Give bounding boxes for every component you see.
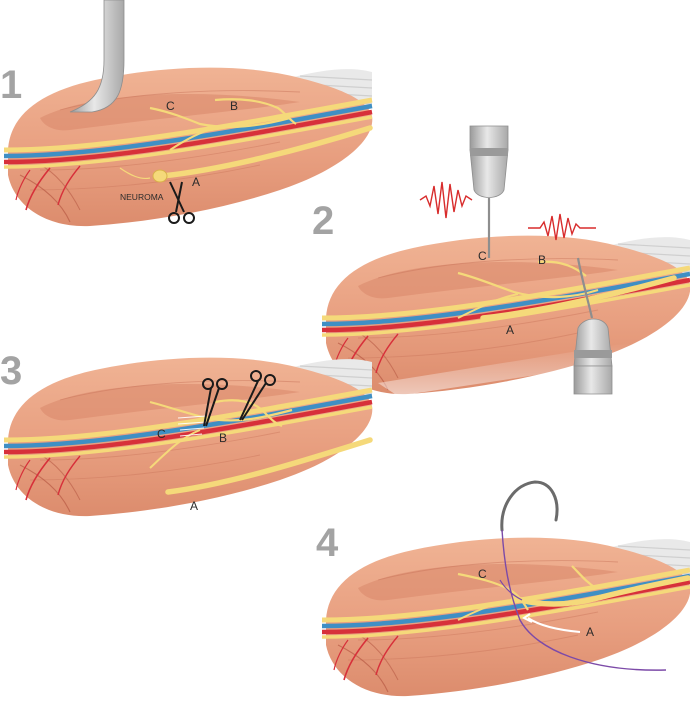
transfer-arrow (527, 617, 581, 633)
panel-2: 2 C B A (312, 125, 690, 396)
label-b: B (219, 431, 227, 445)
label-c: C (166, 99, 175, 113)
signal-wave-right (528, 213, 596, 241)
nerve-branch-b (214, 98, 297, 125)
nerve-branch-b (537, 260, 587, 277)
nerve-branch-c (149, 106, 291, 128)
nerve-a (165, 437, 373, 495)
panel-1: 1 C B A NEUROMA (0, 0, 372, 226)
neuroma (152, 169, 168, 183)
step-number: 3 (0, 349, 22, 393)
scissors-icon (202, 378, 228, 427)
label-b: B (230, 99, 238, 113)
stimulator-probe-top (469, 125, 509, 258)
scissors-icon (168, 181, 195, 224)
signal-wave-left (419, 181, 473, 219)
step-number: 2 (312, 199, 334, 243)
label-a: A (506, 323, 514, 337)
nerve-branch-c (457, 271, 599, 299)
scissors-icon (239, 370, 276, 421)
label-c: C (478, 567, 487, 581)
stimulator-probe-bottom (573, 257, 613, 395)
nerve-a (480, 275, 677, 321)
panel-4: 4 C A (316, 480, 690, 696)
step-number: 1 (0, 63, 22, 107)
nerve-a (511, 575, 690, 607)
step-number: 4 (316, 521, 339, 565)
label-neuroma: NEUROMA (120, 192, 164, 202)
label-a: A (192, 175, 200, 189)
nerve-a (159, 125, 373, 179)
label-a: A (586, 625, 594, 639)
suture-needle (500, 480, 559, 532)
label-a: A (190, 499, 198, 513)
nerve-branch-b (214, 399, 283, 428)
suture-thread (501, 529, 667, 671)
limb-illustration (322, 538, 690, 696)
label-b: B (538, 253, 546, 267)
label-c: C (157, 427, 166, 441)
label-c: C (478, 249, 487, 263)
panel-3: 3 C B A (0, 349, 372, 516)
retractor-tool (69, 0, 125, 113)
